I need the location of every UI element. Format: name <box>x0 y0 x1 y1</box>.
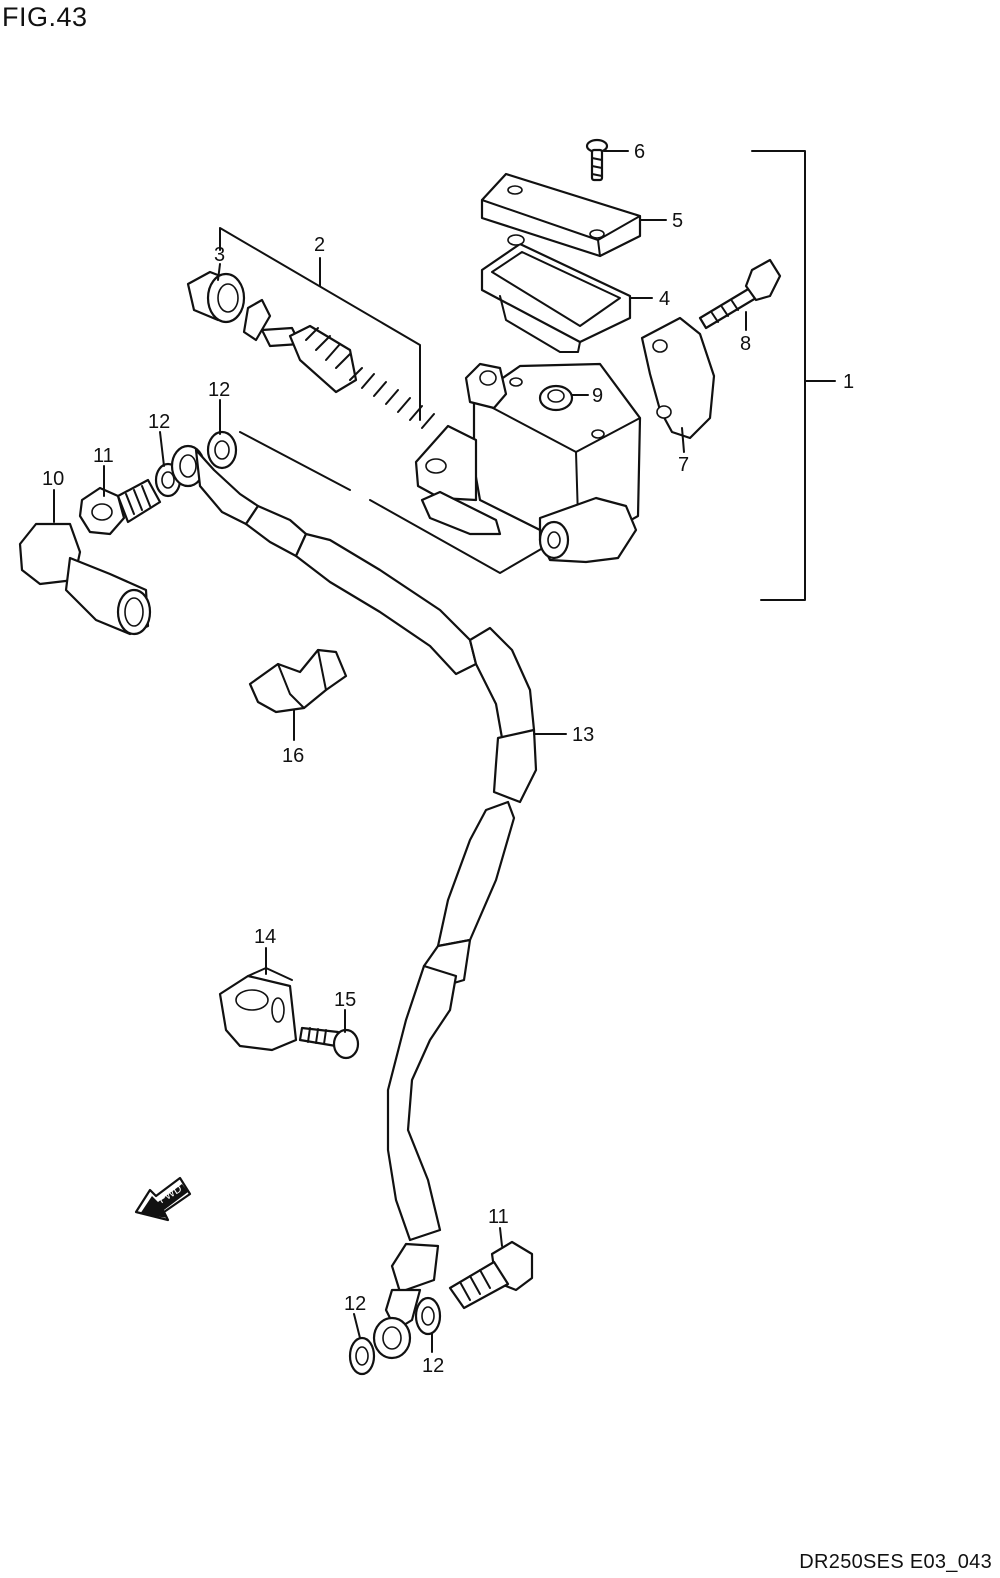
callout-8: 8 <box>740 333 751 355</box>
bolt-part-8 <box>698 258 782 330</box>
callout-11-upper: 11 <box>93 445 114 467</box>
diaphragm-part-4 <box>480 234 632 353</box>
reservoir-cap-part-5 <box>480 172 642 258</box>
callout-11-lower: 11 <box>488 1206 509 1228</box>
callout-10: 10 <box>42 468 64 490</box>
callout-16: 16 <box>282 745 304 767</box>
leader-lines <box>53 150 747 1353</box>
clip-part-16 <box>248 648 348 714</box>
boot-part-3 <box>186 270 246 324</box>
washer-lower-1-part-12 <box>348 1336 376 1376</box>
hose-guide-part-14 <box>218 967 298 1052</box>
callout-15: 15 <box>334 989 356 1011</box>
callout-3: 3 <box>214 244 225 266</box>
callout-6: 6 <box>634 141 645 163</box>
callout-14: 14 <box>254 926 276 948</box>
piston-spring-part-2 <box>242 298 435 429</box>
figure-title: FIG.43 <box>2 2 88 32</box>
reference-line <box>239 431 549 574</box>
master-cylinder-body <box>414 362 642 564</box>
callout-12-upper-2: 12 <box>208 379 230 401</box>
callout-labels: 1 2 3 4 5 6 7 8 9 10 11 12 12 13 14 15 1… <box>42 141 854 1377</box>
figure-code: DR250SES E03_043 <box>799 1551 992 1573</box>
assembly-bracket-2 <box>219 227 421 421</box>
washer-lower-2-part-12 <box>414 1296 442 1336</box>
callout-4: 4 <box>659 288 670 310</box>
callout-12-lower-1: 12 <box>344 1293 366 1315</box>
washer-upper-2-part-12 <box>206 430 238 470</box>
callout-12-lower-2: 12 <box>422 1355 444 1377</box>
screw-part-6 <box>585 138 609 182</box>
banjo-bolt-lower-part-11 <box>448 1240 534 1310</box>
callout-2: 2 <box>314 234 325 256</box>
assembly-bracket-1 <box>751 150 836 601</box>
screw-part-15 <box>298 1026 360 1060</box>
callout-5: 5 <box>672 210 683 232</box>
clamp-part-7 <box>640 316 716 440</box>
callout-9: 9 <box>592 385 603 407</box>
brake-hose-part-13 <box>170 444 538 1360</box>
forward-arrow-icon: FWD <box>134 1176 192 1222</box>
callout-12-upper-1: 12 <box>148 411 170 433</box>
callout-7: 7 <box>678 454 689 476</box>
callout-13: 13 <box>572 724 594 746</box>
callout-1: 1 <box>843 371 854 393</box>
banjo-bolt-upper-part-11 <box>78 478 162 536</box>
cover-part-10 <box>18 522 152 636</box>
